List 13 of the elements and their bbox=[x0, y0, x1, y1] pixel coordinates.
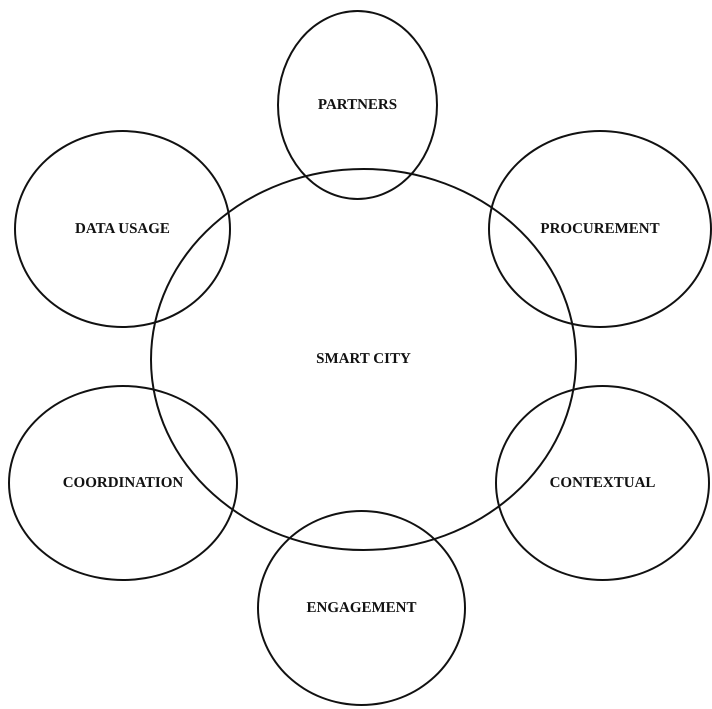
circle-label: DATA USAGE bbox=[75, 220, 170, 238]
circle-label: COORDINATION bbox=[62, 474, 184, 492]
circle-label: SMART CITY bbox=[316, 351, 411, 368]
ellipse bbox=[488, 130, 712, 328]
ellipse bbox=[495, 385, 710, 581]
circle-label: CONTEXTUAL bbox=[550, 474, 656, 492]
circle-label: PROCUREMENT bbox=[540, 220, 660, 238]
circle-label: ENGAGEMENT bbox=[306, 600, 416, 616]
ellipse bbox=[277, 10, 438, 200]
circle-label: PARTNERS bbox=[318, 96, 398, 114]
ellipse bbox=[257, 510, 466, 706]
ellipse bbox=[8, 385, 238, 581]
ellipse bbox=[14, 130, 231, 328]
